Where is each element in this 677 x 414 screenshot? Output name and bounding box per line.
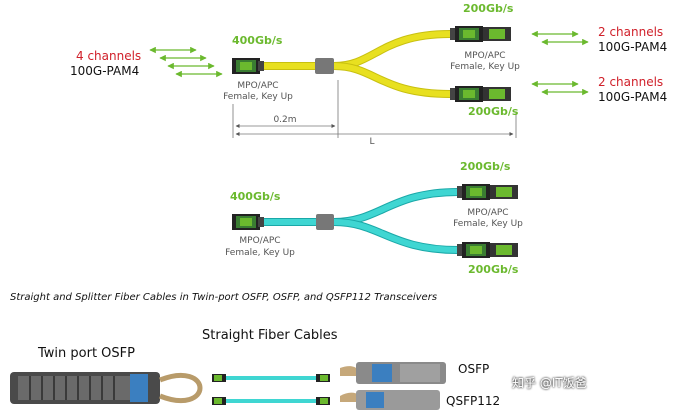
twin-port-osfp-label: Twin port OSFP bbox=[38, 346, 135, 361]
input-channel-arrows bbox=[149, 46, 223, 78]
connector-type-label-cyan: MPO/APC bbox=[239, 236, 280, 246]
connector-type-label: MPO/APC bbox=[237, 81, 278, 91]
splitter-cable-yellow bbox=[258, 30, 451, 98]
out-top-channels-label: 2 channels bbox=[598, 25, 663, 39]
splitter-boot bbox=[315, 58, 334, 74]
connector-gender-right-label-cyan: Female, Key Up bbox=[453, 219, 523, 229]
figure-caption: Straight and Splitter Fiber Cables in Tw… bbox=[10, 292, 438, 303]
connector-gender-label: Female, Key Up bbox=[223, 92, 293, 102]
dim-long-label: L bbox=[369, 137, 374, 147]
qsfp112-label: QSFP112 bbox=[446, 394, 501, 408]
splitter-boot-cyan bbox=[316, 214, 334, 230]
straight-cables-label: Straight Fiber Cables bbox=[202, 328, 338, 343]
watermark: 知乎 @IT饭爸 bbox=[512, 376, 587, 390]
branch-bottom-rate-label-cyan: 200Gb/s bbox=[468, 263, 519, 276]
straight-fiber-cable-2 bbox=[212, 397, 330, 405]
splitter-cable-cyan bbox=[262, 188, 459, 254]
mpo-connector-left-cyan bbox=[232, 214, 264, 230]
dimension-lines bbox=[232, 80, 517, 138]
mpo-connector-right-bottom-cyan bbox=[457, 242, 518, 258]
out-bottom-modulation-label: 100G-PAM4 bbox=[598, 90, 667, 104]
connector-type-right-label-cyan: MPO/APC bbox=[467, 208, 508, 218]
qsfp112-module bbox=[340, 390, 440, 410]
output-top-arrows bbox=[531, 30, 589, 46]
mpo-connector-right-top-cyan bbox=[457, 184, 518, 200]
trunk-rate-label: 400Gb/s bbox=[232, 34, 283, 47]
branch-top-rate-label: 200Gb/s bbox=[463, 2, 514, 15]
twin-port-osfp-module bbox=[10, 372, 203, 404]
out-top-modulation-label: 100G-PAM4 bbox=[598, 40, 667, 54]
connector-type-right-label: MPO/APC bbox=[464, 51, 505, 61]
osfp-label: OSFP bbox=[458, 362, 490, 376]
branch-bottom-rate-label: 200Gb/s bbox=[468, 105, 519, 118]
connector-gender-right-label: Female, Key Up bbox=[450, 62, 520, 72]
straight-fiber-cable-1 bbox=[212, 374, 330, 382]
osfp-module bbox=[340, 362, 446, 384]
branch-top-rate-label-cyan: 200Gb/s bbox=[460, 160, 511, 173]
mpo-connector-left bbox=[232, 58, 264, 74]
input-modulation-label: 100G-PAM4 bbox=[70, 64, 139, 78]
trunk-rate-label-cyan: 400Gb/s bbox=[230, 190, 281, 203]
connector-gender-label-cyan: Female, Key Up bbox=[225, 248, 295, 258]
mpo-connector-right-bottom bbox=[450, 86, 511, 102]
dim-short-label: 0.2m bbox=[273, 115, 296, 125]
output-bottom-arrows bbox=[531, 80, 589, 96]
input-channels-label: 4 channels bbox=[76, 49, 141, 63]
mpo-connector-right-top bbox=[450, 26, 511, 42]
out-bottom-channels-label: 2 channels bbox=[598, 75, 663, 89]
